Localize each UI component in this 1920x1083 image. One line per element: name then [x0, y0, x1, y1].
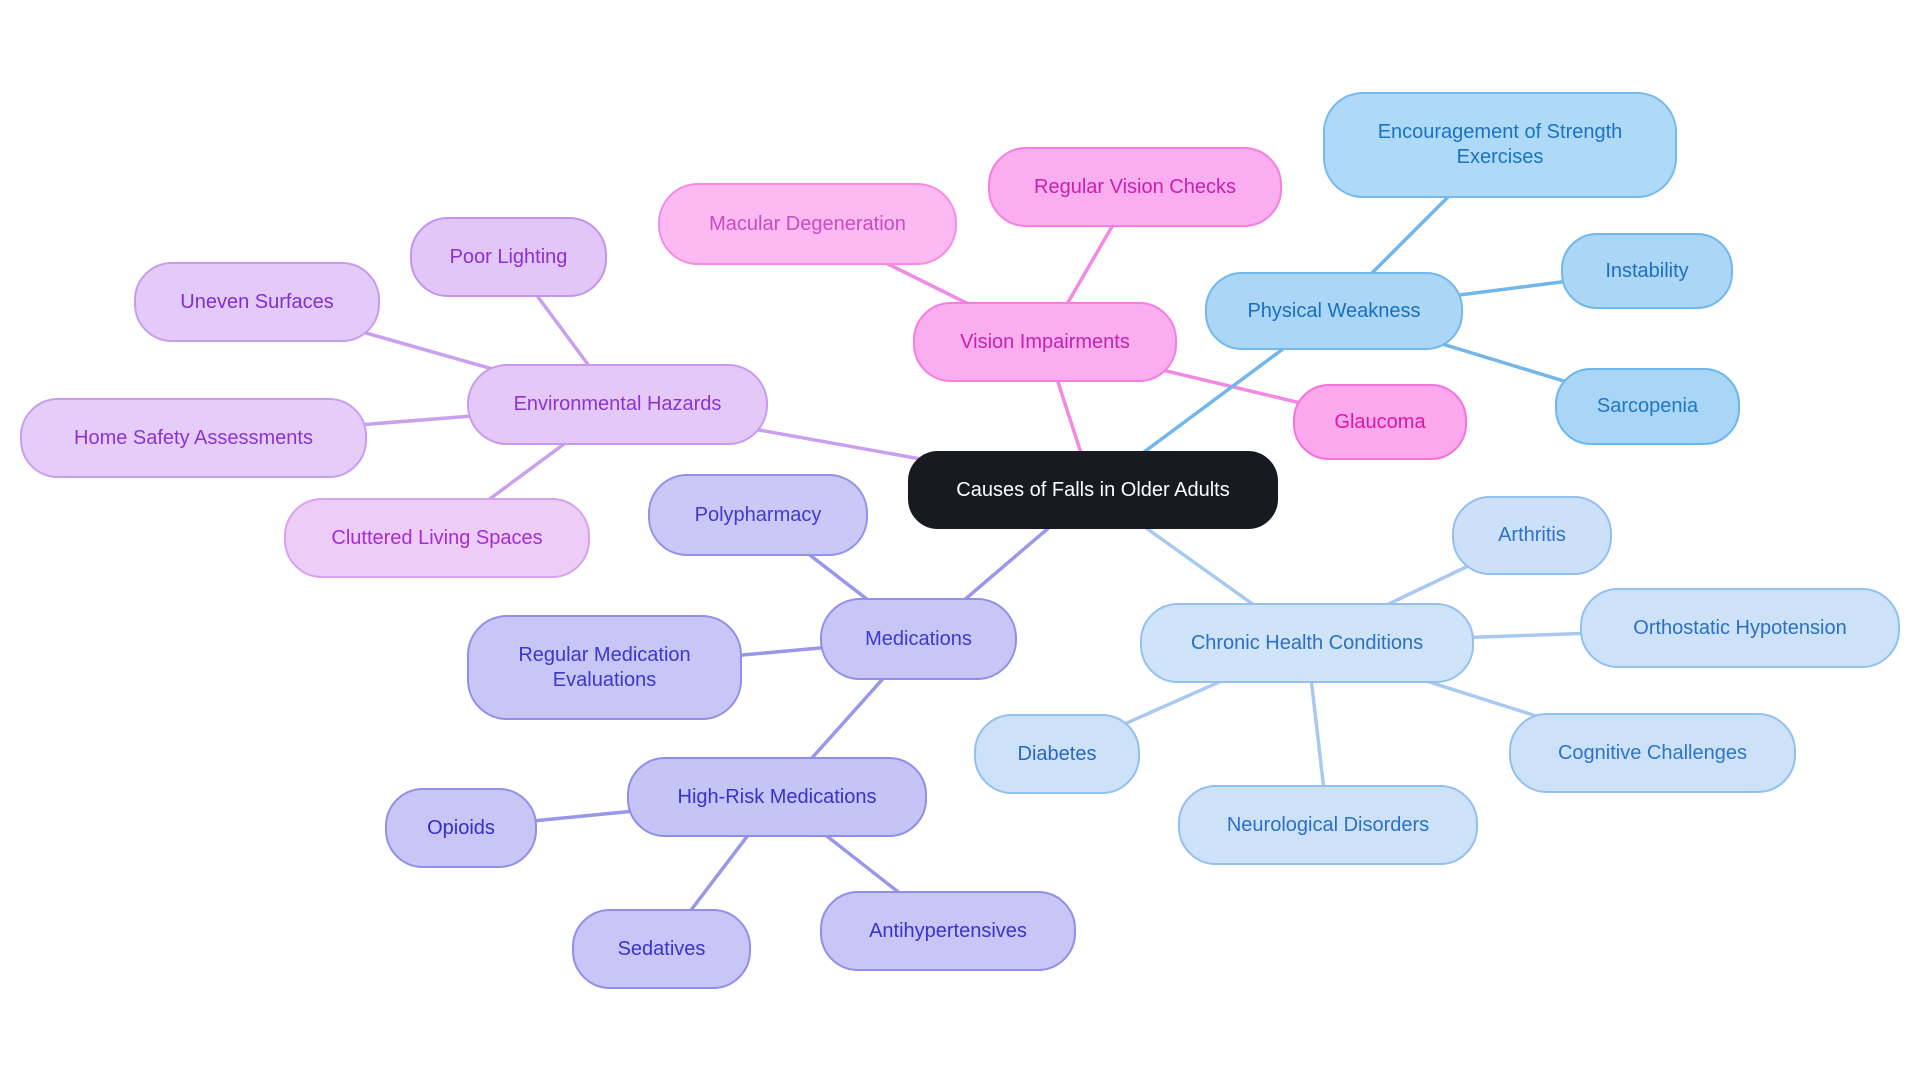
node-poor-lighting[interactable]: Poor Lighting: [410, 217, 607, 297]
node-root-causes-of-falls[interactable]: Causes of Falls in Older Adults: [908, 451, 1278, 529]
node-macular-degeneration[interactable]: Macular Degeneration: [658, 183, 957, 265]
node-label: Polypharmacy: [694, 503, 822, 526]
node-label: Opioids: [427, 816, 495, 839]
node-label: Sarcopenia: [1596, 395, 1699, 417]
node-physical-weakness[interactable]: Physical Weakness: [1205, 272, 1463, 350]
node-polypharmacy[interactable]: Polypharmacy: [648, 474, 868, 556]
node-label: Poor Lighting: [449, 245, 568, 268]
node-diabetes[interactable]: Diabetes: [974, 714, 1140, 794]
node-label: High-Risk Medications: [677, 785, 877, 808]
node-label: Encouragement of Strength Exercises: [1377, 121, 1623, 168]
node-cognitive-challenges[interactable]: Cognitive Challenges: [1509, 713, 1796, 793]
node-sedatives[interactable]: Sedatives: [572, 909, 751, 989]
node-label: Neurological Disorders: [1226, 813, 1430, 836]
node-label: Regular Vision Checks: [1034, 175, 1236, 198]
node-uneven-surfaces[interactable]: Uneven Surfaces: [134, 262, 380, 342]
node-label: Chronic Health Conditions: [1190, 631, 1424, 654]
node-label: Vision Impairments: [960, 330, 1130, 353]
node-opioids[interactable]: Opioids: [385, 788, 537, 868]
node-label: Cluttered Living Spaces: [331, 526, 543, 549]
node-label: Macular Degeneration: [709, 212, 906, 235]
node-label: Arthritis: [1498, 524, 1566, 546]
node-neurological-disorders[interactable]: Neurological Disorders: [1178, 785, 1478, 865]
node-label: Causes of Falls in Older Adults: [956, 478, 1230, 501]
node-medications[interactable]: Medications: [820, 598, 1017, 680]
node-instability[interactable]: Instability: [1561, 233, 1733, 309]
node-label: Diabetes: [1017, 742, 1097, 765]
node-environmental-hazards[interactable]: Environmental Hazards: [467, 364, 768, 445]
node-label: Instability: [1605, 259, 1689, 282]
node-arthritis[interactable]: Arthritis: [1452, 496, 1612, 575]
node-sarcopenia[interactable]: Sarcopenia: [1555, 368, 1740, 445]
node-glaucoma[interactable]: Glaucoma: [1293, 384, 1467, 460]
node-label: Uneven Surfaces: [180, 290, 334, 313]
node-label: Home Safety Assessments: [74, 426, 313, 449]
node-label: Regular Medication Evaluations: [518, 643, 691, 691]
node-label: Orthostatic Hypotension: [1633, 616, 1847, 639]
node-vision-impairments[interactable]: Vision Impairments: [913, 302, 1177, 382]
node-label: Cognitive Challenges: [1557, 741, 1747, 764]
node-label: Glaucoma: [1334, 410, 1426, 433]
node-regular-vision-checks[interactable]: Regular Vision Checks: [988, 147, 1282, 227]
node-label: Physical Weakness: [1247, 299, 1421, 322]
node-label: Environmental Hazards: [513, 393, 722, 415]
node-home-safety-assessments[interactable]: Home Safety Assessments: [20, 398, 367, 478]
node-antihypertensives[interactable]: Antihypertensives: [820, 891, 1076, 971]
node-label: Antihypertensives: [869, 919, 1027, 942]
node-chronic-health-conditions[interactable]: Chronic Health Conditions: [1140, 603, 1474, 683]
node-cluttered-living-spaces[interactable]: Cluttered Living Spaces: [284, 498, 590, 578]
node-regular-medication-evaluations[interactable]: Regular Medication Evaluations: [467, 615, 742, 720]
node-label: Medications: [865, 627, 972, 650]
node-label: Sedatives: [617, 937, 706, 960]
node-high-risk-medications[interactable]: High-Risk Medications: [627, 757, 927, 837]
node-encouragement-of-strength-exercises[interactable]: Encouragement of Strength Exercises: [1323, 92, 1677, 198]
node-orthostatic-hypotension[interactable]: Orthostatic Hypotension: [1580, 588, 1900, 668]
